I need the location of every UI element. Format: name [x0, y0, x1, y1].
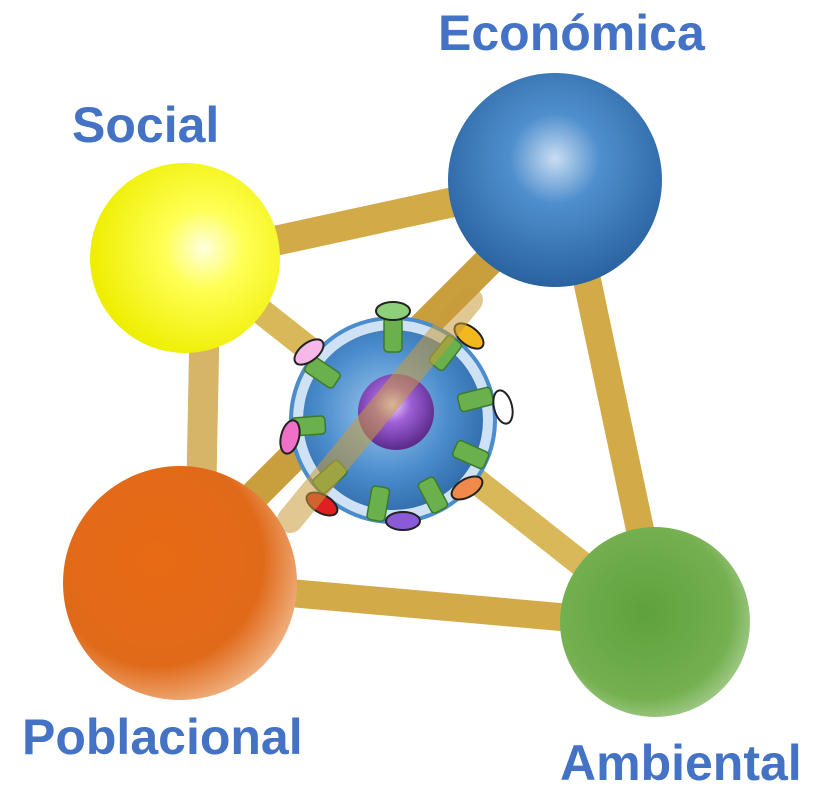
tip-pink: [293, 338, 325, 366]
tip-purple: [385, 511, 421, 531]
node-economica: [448, 73, 662, 287]
tip-magenta: [279, 419, 301, 455]
node-ambiental: [560, 527, 750, 717]
central-hub: [277, 287, 514, 533]
tip-green: [375, 301, 411, 321]
label-ambiental: Ambiental: [560, 735, 802, 791]
tip-white: [492, 389, 514, 425]
label-economica: Económica: [438, 5, 705, 61]
label-poblacional: Poblacional: [22, 709, 303, 765]
node-poblacional: [63, 466, 297, 700]
tip-orange: [450, 475, 484, 501]
node-social: [90, 163, 280, 353]
label-social: Social: [72, 97, 220, 153]
connector-overlay: [277, 287, 483, 533]
